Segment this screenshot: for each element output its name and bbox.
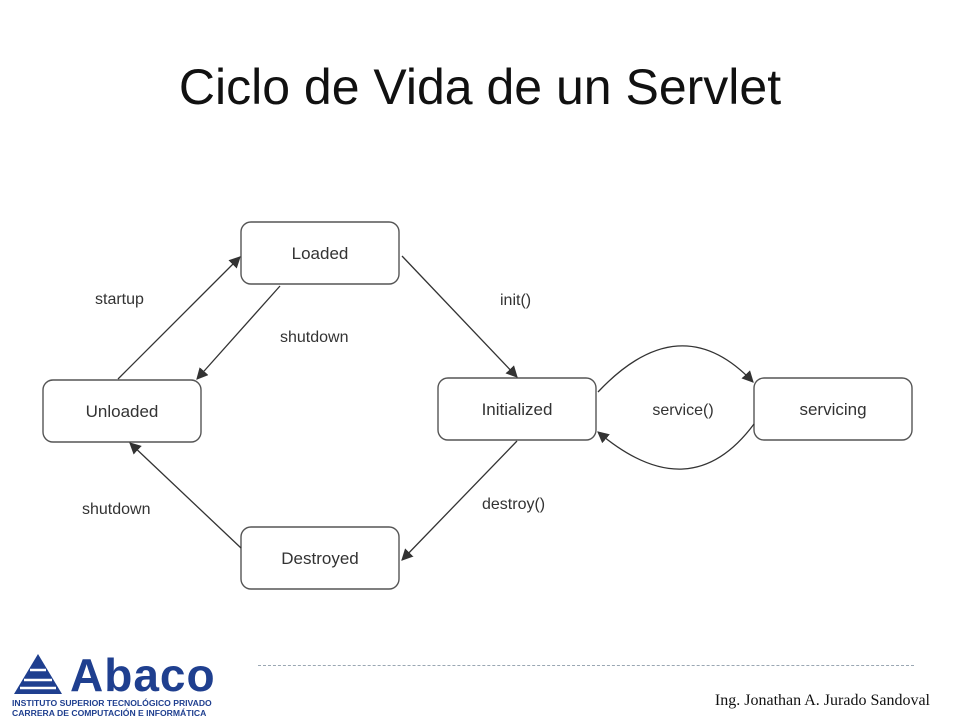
node-destroyed: Destroyed <box>240 526 400 590</box>
edge-label-shutdown-loaded: shutdown <box>280 329 349 346</box>
abaco-logo: Abaco INSTITUTO SUPERIOR TECNOLÓGICO PRI… <box>12 649 238 718</box>
node-loaded: Loaded <box>240 221 400 285</box>
edge-label-init: init() <box>500 292 531 309</box>
edge-shutdown-destroyed <box>129 442 242 549</box>
logo-subtitle-1: INSTITUTO SUPERIOR TECNOLÓGICO PRIVADO <box>12 698 212 708</box>
node-unloaded-label: Unloaded <box>86 402 159 421</box>
footer-divider <box>258 665 914 666</box>
edge-service-forward <box>597 345 754 393</box>
edge-label-startup: startup <box>95 291 144 308</box>
author-name: Ing. Jonathan A. Jurado Sandoval <box>714 692 930 709</box>
pyramid-logo-icon <box>14 654 62 694</box>
node-loaded-label: Loaded <box>292 244 349 263</box>
logo-wordmark: Abaco <box>70 649 216 701</box>
page-title: Ciclo de Vida de un Servlet <box>178 59 782 115</box>
edge-label-destroy: destroy() <box>482 496 545 513</box>
node-servicing-label: servicing <box>799 400 866 419</box>
edge-label-shutdown-destroyed: shutdown <box>82 501 151 518</box>
edge-startup <box>117 256 241 380</box>
lifecycle-diagram: Loaded Unloaded Initialized servicing De… <box>42 221 913 590</box>
node-servicing: servicing <box>753 377 913 441</box>
edge-label-service: service() <box>652 402 713 419</box>
node-initialized-label: Initialized <box>482 400 553 419</box>
edge-init <box>401 255 518 378</box>
node-destroyed-label: Destroyed <box>281 549 358 568</box>
edge-service-return <box>597 423 755 470</box>
node-initialized: Initialized <box>437 377 597 441</box>
logo-subtitle-2: CARRERA DE COMPUTACIÓN E INFORMÁTICA <box>12 708 207 718</box>
node-unloaded: Unloaded <box>42 379 202 443</box>
edge-shutdown-loaded <box>196 285 281 380</box>
edge-destroy <box>401 440 518 561</box>
